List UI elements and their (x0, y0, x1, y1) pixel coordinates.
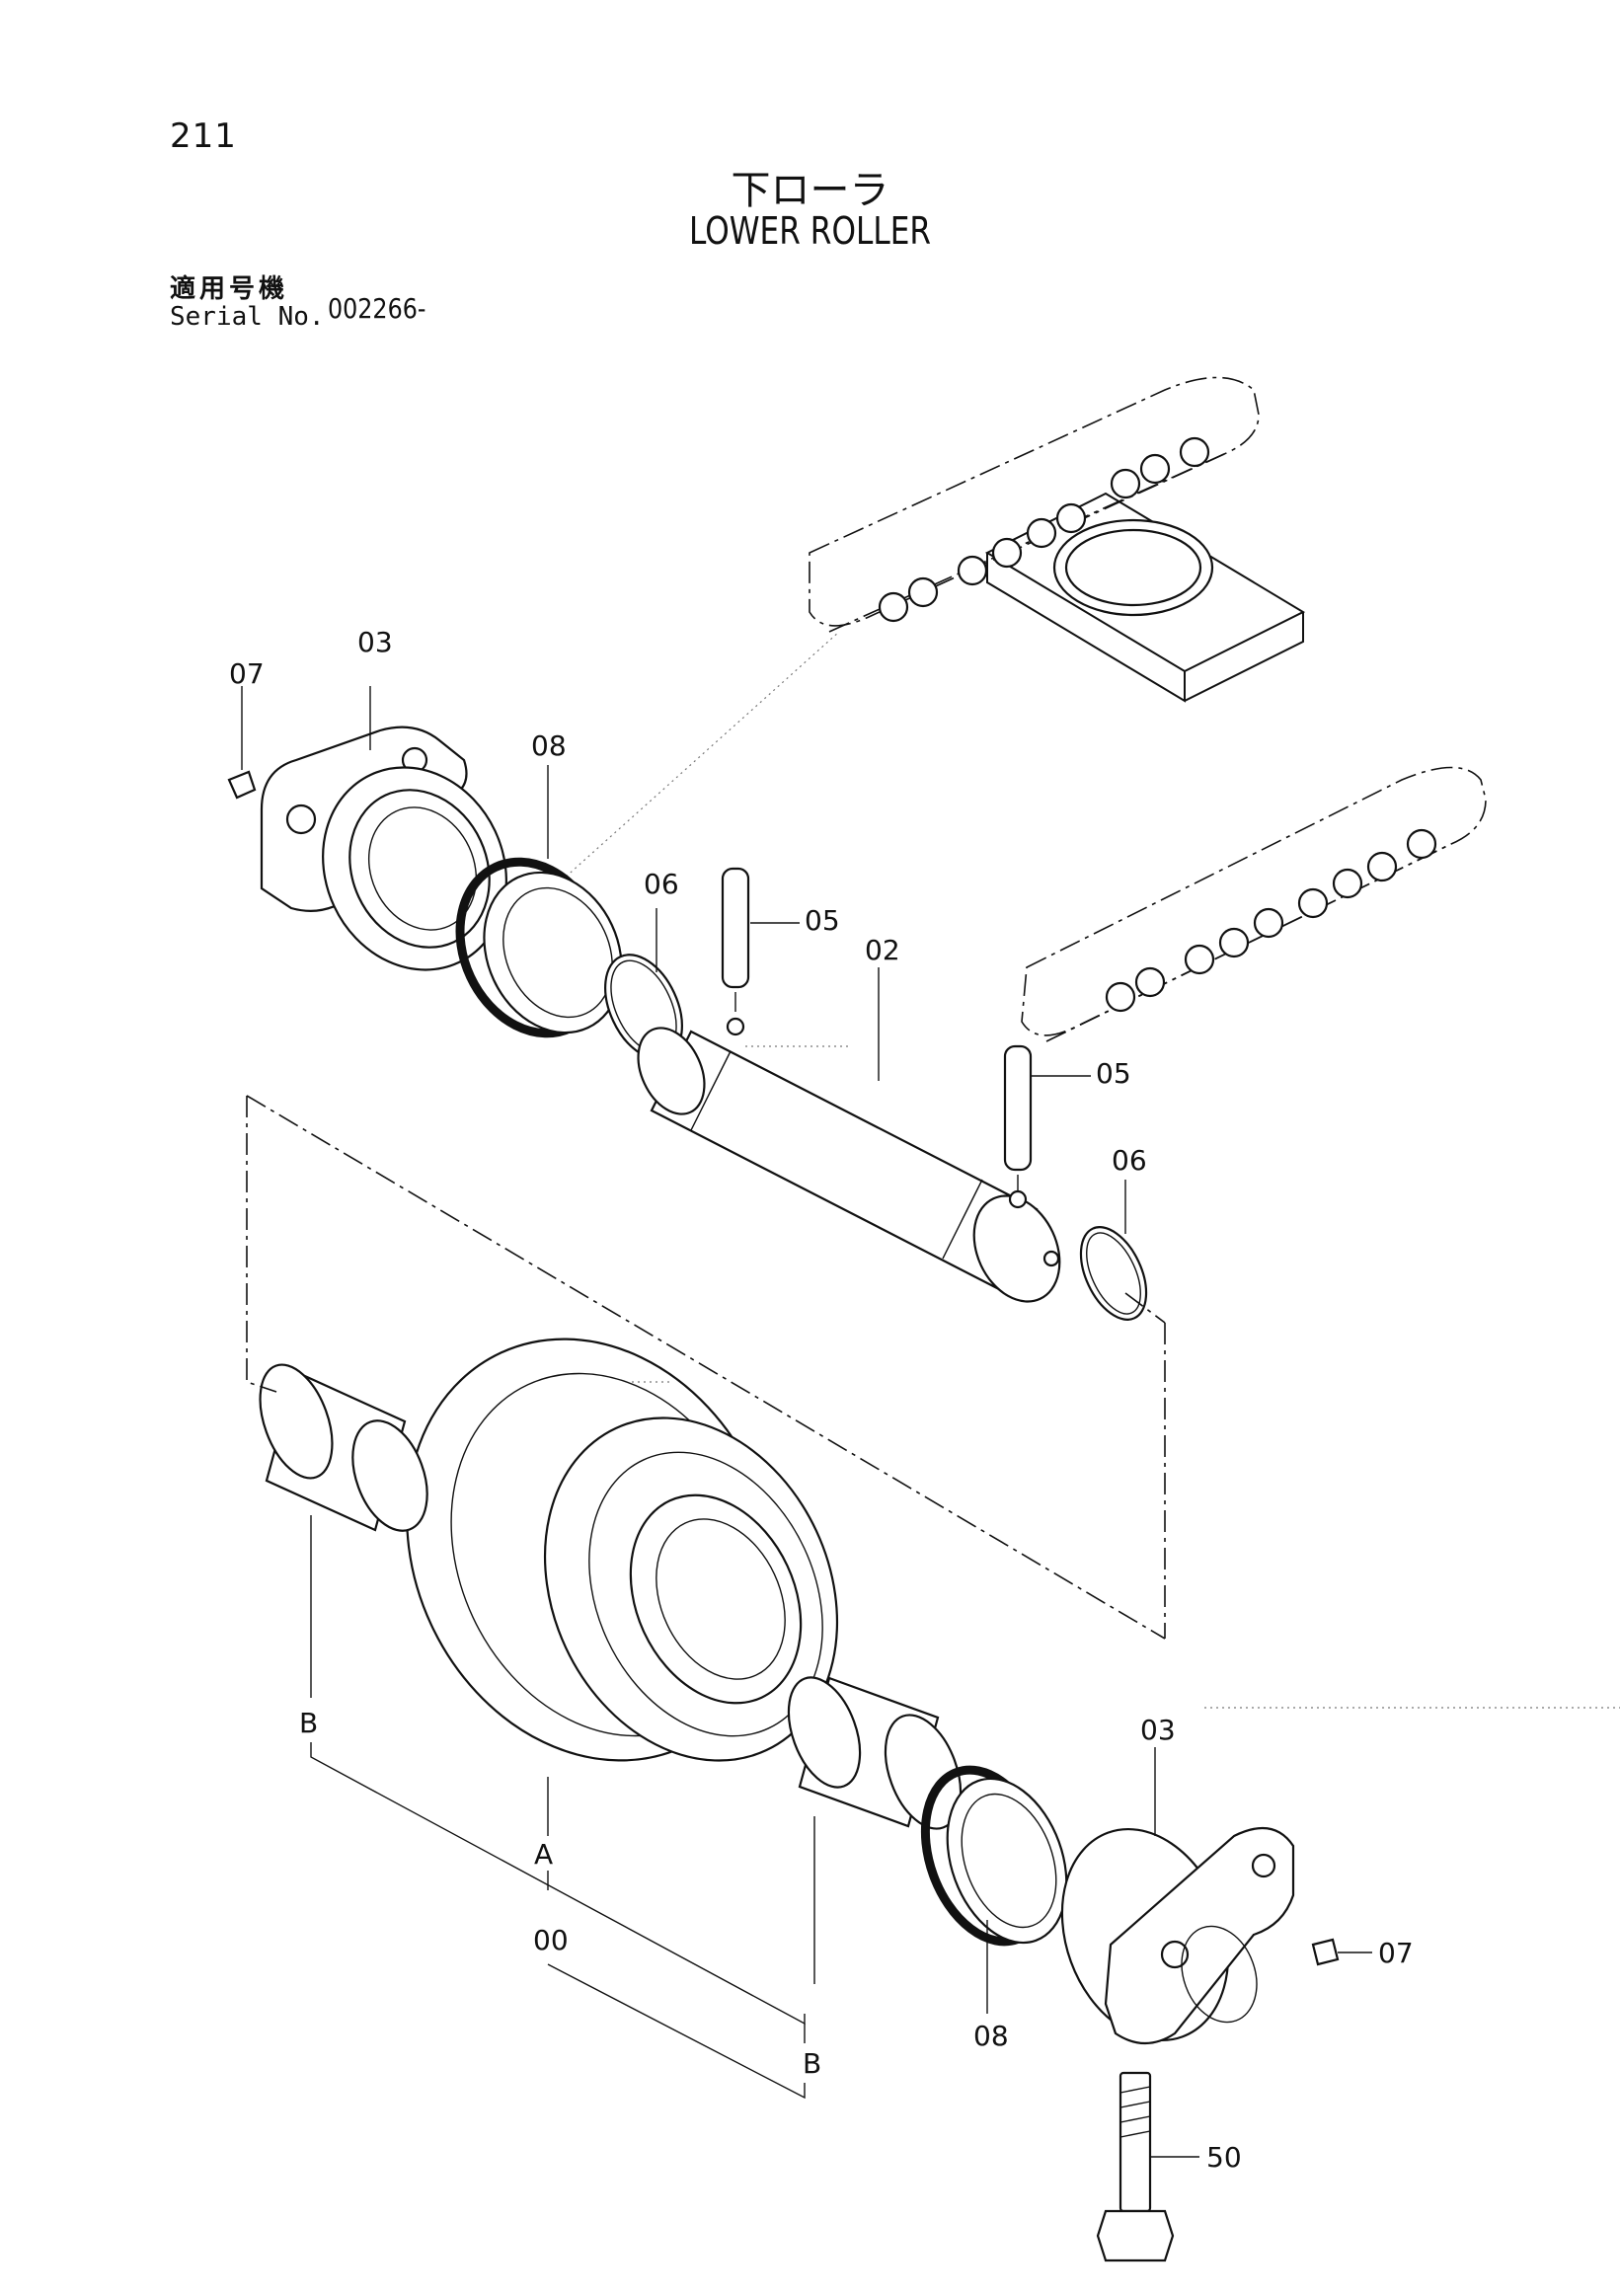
reference-brackets (310, 1515, 815, 2100)
callout-b-left: B (299, 1707, 318, 1739)
part-05-top-pin (721, 867, 750, 1012)
part-08-bottom-seal (920, 1765, 1068, 1947)
serial-number-value: 002266- (328, 292, 426, 325)
part-08-top-seal (455, 857, 623, 1038)
part-50-bolt (1096, 2071, 1175, 2262)
part-00-lower-roller (406, 1338, 839, 1762)
undercarriage-overview (552, 376, 1487, 1042)
callout-labels: 07 03 08 06 05 02 05 06 03 07 08 50 A 00… (229, 626, 1414, 2174)
callout-08-bottom: 08 (973, 2020, 1009, 2052)
callout-07-top: 07 (229, 657, 265, 690)
callout-03-top: 03 (357, 626, 393, 658)
bushing-b-right (787, 1676, 963, 1830)
callout-b-bottom: B (803, 2047, 821, 2080)
page-number: 211 (170, 116, 237, 156)
part-03-top-support (260, 726, 507, 971)
page-title-english: LOWER ROLLER (688, 209, 932, 253)
serial-label-english: Serial No. (170, 302, 325, 332)
callout-07-bottom: 07 (1378, 1937, 1414, 1969)
leader-lines (241, 686, 1372, 2158)
bushing-b-left (259, 1363, 428, 1532)
serial-label-japanese: 適用号機 (170, 274, 289, 304)
assembly-lines (246, 1095, 1166, 1640)
callout-02: 02 (865, 934, 900, 966)
part-05-mid-pin (1003, 1044, 1033, 1194)
part-07-top-plug (227, 770, 257, 800)
page-title-japanese: 下ローラ (731, 168, 889, 213)
part-02-shaft (637, 1017, 1061, 1303)
callout-08-top: 08 (531, 729, 567, 762)
part-07-bottom-plug (1311, 1938, 1340, 1966)
callout-06-mid: 06 (1112, 1144, 1147, 1177)
callout-06-top: 06 (644, 868, 679, 900)
callout-00: 00 (533, 1924, 569, 1956)
callout-03-bottom: 03 (1140, 1714, 1176, 1746)
part-06-mid-o-ring (1079, 1226, 1148, 1321)
callout-50: 50 (1206, 2141, 1242, 2174)
callout-05-mid: 05 (1096, 1057, 1131, 1090)
callout-a: A (534, 1838, 553, 1871)
callout-05-top: 05 (805, 904, 840, 937)
part-03-bottom-support (1060, 1826, 1295, 2044)
